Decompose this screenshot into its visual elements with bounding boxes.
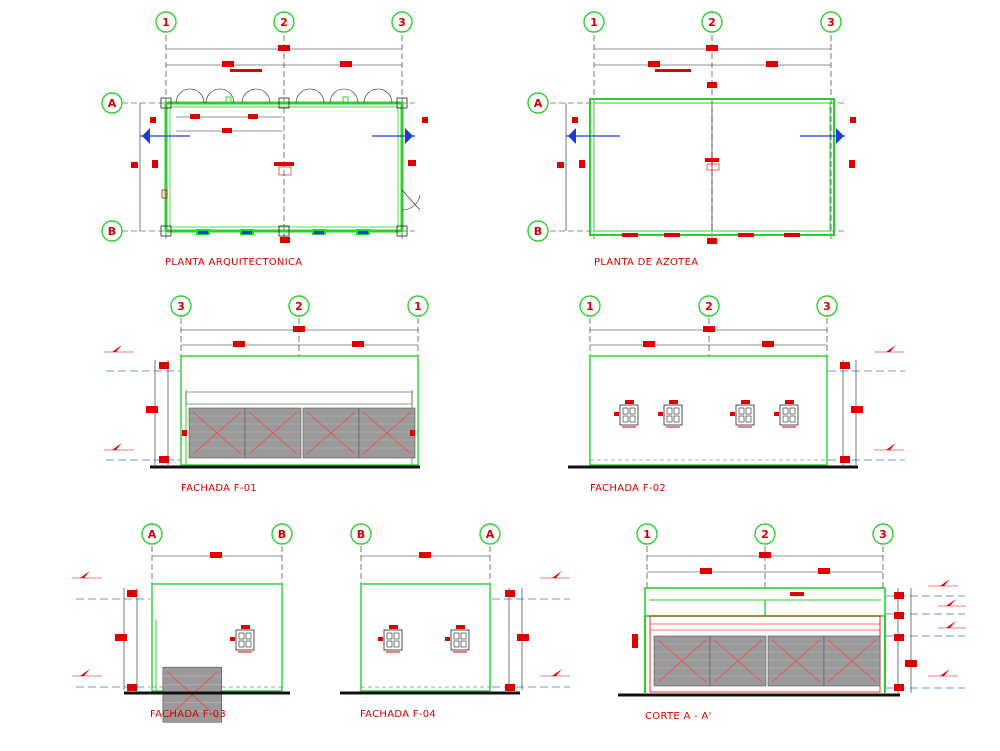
axis-label-3: 3 <box>827 16 835 29</box>
planta-azotea: 1 2 3 A B PLANTA DE AZOTEA <box>527 11 856 268</box>
axis-label-a: A <box>534 97 543 110</box>
title-planta-arquitectonica: PLANTA ARQUITECTONICA <box>165 257 302 268</box>
axis-label-a: A <box>108 97 117 110</box>
title-fachada-f02: FACHADA F-02 <box>590 483 666 494</box>
title-fachada-f03: FACHADA F-03 <box>150 709 226 720</box>
axis-label-1: 1 <box>590 16 598 29</box>
title-corte-aa: CORTE A - A' <box>645 711 712 722</box>
axis-label-2: 2 <box>761 528 769 541</box>
title-planta-azotea: PLANTA DE AZOTEA <box>594 257 698 268</box>
axis-label-1: 1 <box>586 300 594 313</box>
axis-label-1: 1 <box>643 528 651 541</box>
axis-label-3: 3 <box>823 300 831 313</box>
title-fachada-f01: FACHADA F-01 <box>181 483 257 494</box>
axis-label-2: 2 <box>295 300 303 313</box>
axis-label-a: A <box>486 528 495 541</box>
axis-label-2: 2 <box>708 16 716 29</box>
axis-label-3: 3 <box>879 528 887 541</box>
axis-label-b: B <box>278 528 286 541</box>
axis-label-1: 1 <box>414 300 422 313</box>
corte-aa: 1 2 3 CORTE A - A' <box>618 523 966 722</box>
axis-label-3: 3 <box>177 300 185 313</box>
axis-label-b: B <box>357 528 365 541</box>
axis-label-a: A <box>148 528 157 541</box>
axis-label-b: B <box>534 225 542 238</box>
axis-label-b: B <box>108 225 116 238</box>
axis-label-1: 1 <box>162 16 170 29</box>
fachada-f02: 1 2 3 FACHADA F-02 <box>568 295 905 494</box>
fachada-f03: A B FACHADA F-03 <box>72 523 293 723</box>
title-fachada-f04: FACHADA F-04 <box>360 709 436 720</box>
axis-label-2: 2 <box>280 16 288 29</box>
axis-label-2: 2 <box>705 300 713 313</box>
planta-arquitectonica: 1 2 3 A B PLANTA ARQUITECTONICA <box>101 11 428 268</box>
fachada-f04: B A FACHADA F-04 <box>340 523 570 720</box>
axis-label-3: 3 <box>398 16 406 29</box>
fachada-f01: 3 2 1 FACHADA F-01 <box>104 295 429 494</box>
